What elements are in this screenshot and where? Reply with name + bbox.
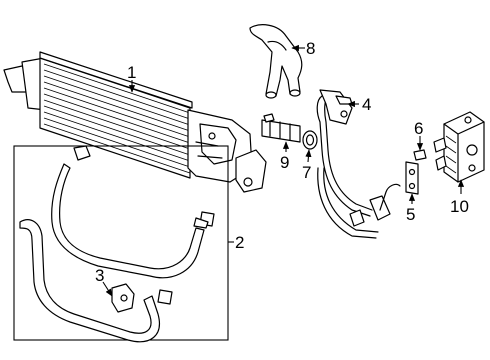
callout-6: 6: [414, 119, 423, 138]
oil-cooler-10: [433, 111, 485, 183]
hose-kit-box: [13, 145, 229, 341]
hose-set-2: [19, 145, 215, 343]
callout-leaders: [102, 44, 465, 297]
callout-2: 2: [235, 233, 244, 252]
cooler-radiator: [3, 51, 267, 193]
callout-8: 8: [306, 39, 315, 58]
connector-9: [261, 113, 301, 143]
callout-3: 3: [95, 266, 104, 285]
grommet-7: [302, 130, 318, 150]
callout-4: 4: [362, 95, 371, 114]
callout-1: 1: [127, 63, 136, 82]
bracket-3: [111, 283, 135, 313]
clip-6: [413, 149, 427, 161]
callout-9: 9: [280, 153, 289, 172]
hose-8: [249, 24, 303, 99]
callout-7: 7: [302, 163, 311, 182]
cooler-line-4: [316, 89, 401, 239]
callout-10: 10: [450, 197, 469, 216]
bracket-5: [405, 161, 419, 195]
callout-5: 5: [406, 205, 415, 224]
